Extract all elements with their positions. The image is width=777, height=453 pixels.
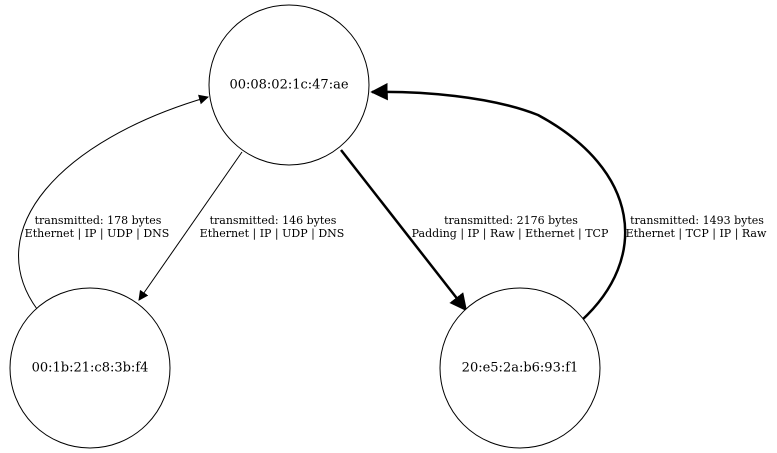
edge-n0-to-n1 — [138, 151, 243, 301]
node-label: 20:e5:2a:b6:93:f1 — [462, 361, 579, 376]
edge-label-bytes: transmitted: 146 bytes — [210, 214, 337, 227]
edge-n0-to-n2 — [340, 149, 468, 312]
node-n1[interactable]: 00:1b:21:c8:3b:f4 — [9, 287, 171, 449]
edge-label-n1-to-n0: transmitted: 178 bytes Ethernet | IP | U… — [25, 214, 170, 241]
edge-label-n0-to-n2: transmitted: 2176 bytes Padding | IP | R… — [412, 214, 609, 241]
edge-label-n0-to-n1: transmitted: 146 bytes Ethernet | IP | U… — [200, 214, 345, 241]
edge-label-bytes: transmitted: 178 bytes — [35, 214, 162, 227]
node-n2[interactable]: 20:e5:2a:b6:93:f1 — [439, 287, 601, 449]
edge-label-protocols: Ethernet | IP | UDP | DNS — [25, 227, 170, 241]
edge-label-bytes: transmitted: 2176 bytes — [444, 214, 578, 227]
node-label: 00:1b:21:c8:3b:f4 — [32, 361, 149, 376]
edge-label-n2-to-n0: transmitted: 1493 bytes Ethernet | TCP |… — [626, 214, 767, 241]
edge-n2-to-n0 — [370, 82, 627, 322]
edge-label-protocols: Ethernet | IP | UDP | DNS — [200, 227, 345, 241]
edge-label-bytes: transmitted: 1493 bytes — [630, 214, 764, 227]
edge-label-protocols: Padding | IP | Raw | Ethernet | TCP — [412, 227, 609, 241]
edge-n1-to-n0 — [18, 94, 209, 310]
node-label: 00:08:02:1c:47:ae — [229, 78, 348, 93]
node-n0[interactable]: 00:08:02:1c:47:ae — [208, 4, 370, 166]
edge-label-protocols: Ethernet | TCP | IP | Raw — [626, 227, 767, 241]
